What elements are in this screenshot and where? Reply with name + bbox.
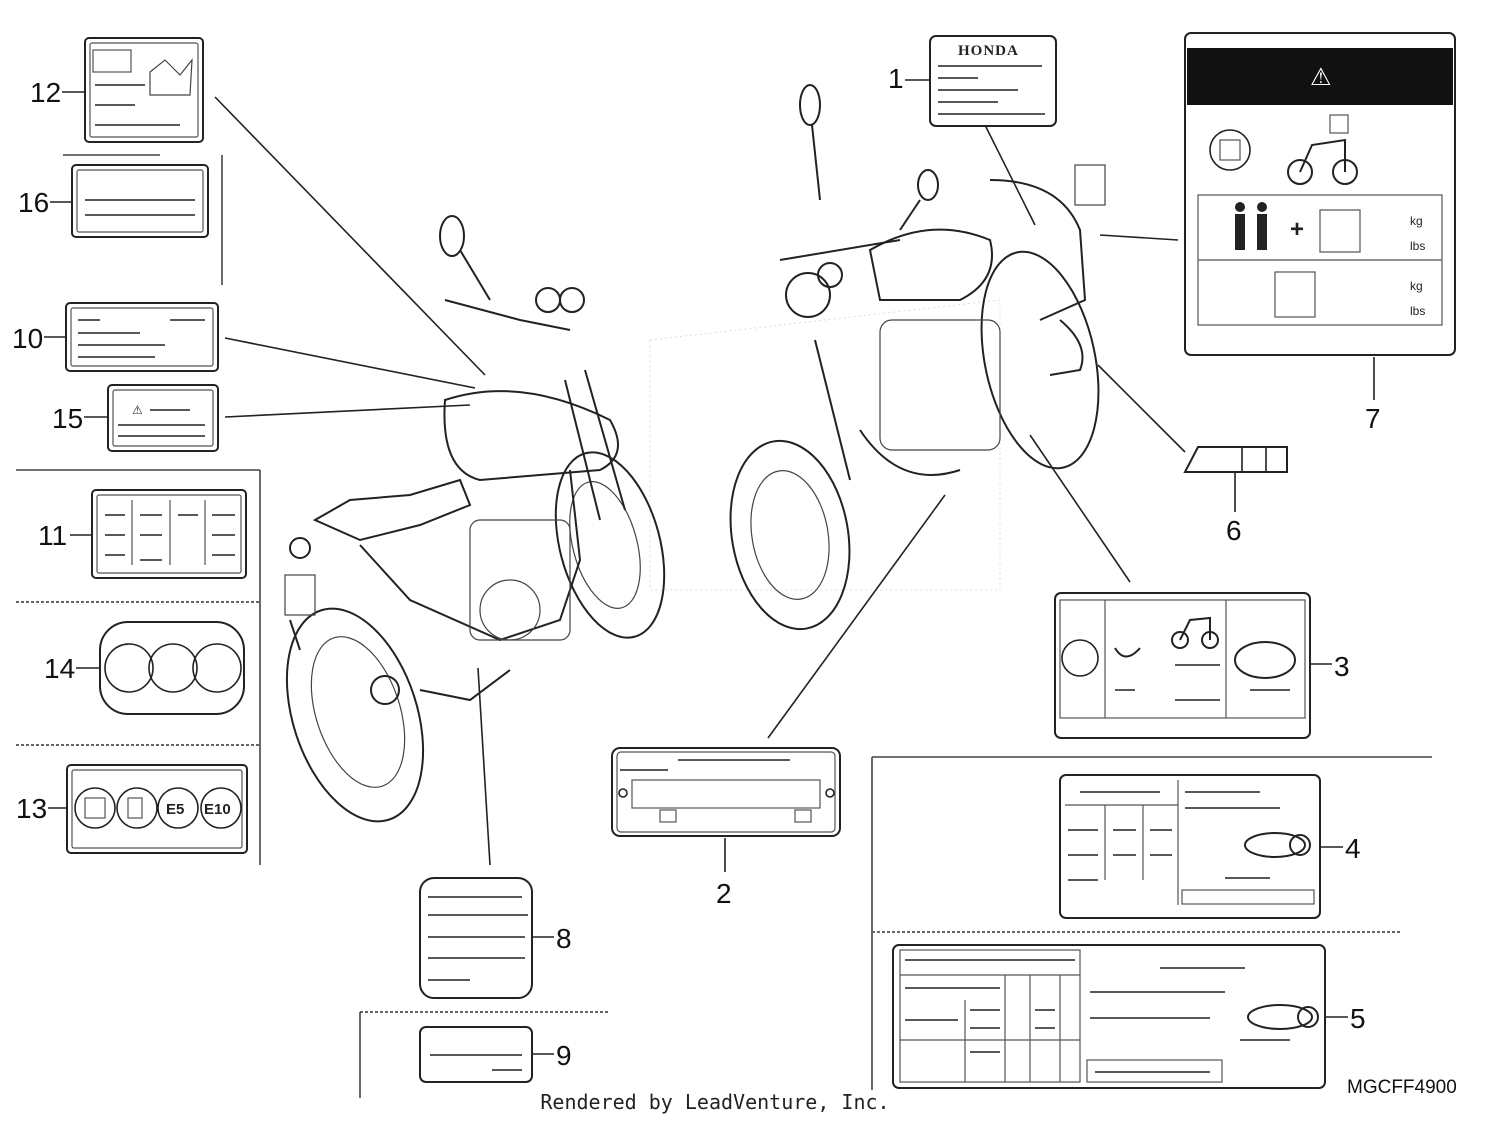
motorcycle-right-view bbox=[729, 84, 1106, 631]
motorcycle-left-view bbox=[284, 215, 666, 823]
callout-2: 2 bbox=[716, 878, 732, 909]
svg-text:kg: kg bbox=[1410, 214, 1423, 228]
chain-icon bbox=[1244, 832, 1311, 858]
honda-watermark bbox=[649, 299, 1001, 591]
callout-9: 9 bbox=[556, 1040, 572, 1071]
label-3-tire-info bbox=[1054, 592, 1311, 739]
section-dividers bbox=[16, 154, 1432, 1098]
label-2-frame-plate bbox=[611, 747, 841, 837]
leader-lines bbox=[214, 96, 1375, 872]
label-6 bbox=[1183, 446, 1288, 473]
svg-text:lbs: lbs bbox=[1410, 304, 1425, 318]
label-14-circles bbox=[99, 621, 245, 715]
callout-7: 7 bbox=[1365, 403, 1381, 434]
motorcycle-icon bbox=[1171, 616, 1219, 649]
warning-triangle-icon: ⚠ bbox=[1310, 63, 1332, 91]
chain-icon bbox=[1234, 641, 1296, 691]
label-5-chain-info bbox=[892, 944, 1326, 1089]
callout-5: 5 bbox=[1350, 1003, 1366, 1034]
manual-book-icon bbox=[74, 787, 116, 829]
luggage-icon bbox=[1319, 209, 1361, 253]
fuel-mark-e10: E10 bbox=[204, 801, 231, 818]
callout-numbers: 12 16 10 15 11 14 13 1 7 6 3 4 5 2 8 9 bbox=[12, 63, 1381, 1071]
manual-book-icon bbox=[1209, 129, 1251, 171]
label-9 bbox=[419, 1026, 533, 1083]
label-12-safety-instruction bbox=[84, 37, 204, 143]
callout-11: 11 bbox=[38, 520, 67, 551]
callout-10: 10 bbox=[12, 323, 43, 354]
chain-icon bbox=[1247, 1004, 1319, 1030]
callout-1: 1 bbox=[888, 63, 904, 94]
label-7-load-limits: ⚠ + kg lbs kg lbs bbox=[1184, 32, 1456, 356]
label-15-warning: ⚠ bbox=[107, 384, 219, 452]
label-4-chain-info bbox=[1059, 774, 1321, 919]
callout-4: 4 bbox=[1345, 833, 1361, 864]
label-11-spec-table bbox=[91, 489, 247, 579]
callout-12: 12 bbox=[30, 77, 61, 108]
label-1-honda: HONDA bbox=[929, 35, 1057, 127]
rider-icon bbox=[1235, 202, 1267, 250]
fuel-mark-e5: E5 bbox=[166, 801, 184, 818]
callout-14: 14 bbox=[44, 653, 75, 684]
svg-text:+: + bbox=[1290, 216, 1304, 243]
diagram-code: MGCFF4900 bbox=[1347, 1077, 1457, 1098]
label-16 bbox=[71, 164, 209, 238]
callout-16: 16 bbox=[18, 187, 49, 218]
warning-triangle-icon: ⚠ bbox=[132, 403, 143, 417]
motorcycle-icon bbox=[1287, 114, 1358, 185]
footer-credit: Rendered by LeadVenture, Inc. bbox=[540, 1090, 890, 1114]
callout-15: 15 bbox=[52, 403, 83, 434]
callout-8: 8 bbox=[556, 923, 572, 954]
label-13-fuel: E5 E10 bbox=[66, 764, 248, 854]
callout-13: 13 bbox=[16, 793, 47, 824]
label-10 bbox=[65, 302, 219, 372]
honda-brand-text: HONDA bbox=[958, 43, 1019, 59]
tire-pressure-icon bbox=[1114, 647, 1141, 691]
svg-text:kg: kg bbox=[1410, 279, 1423, 293]
svg-text:lbs: lbs bbox=[1410, 239, 1425, 253]
callout-6: 6 bbox=[1226, 515, 1242, 546]
manual-book-icon bbox=[1061, 639, 1099, 677]
fuel-pump-icon bbox=[116, 787, 158, 829]
label-8 bbox=[419, 877, 533, 999]
callout-3: 3 bbox=[1334, 651, 1350, 682]
luggage-icon bbox=[1274, 271, 1316, 318]
